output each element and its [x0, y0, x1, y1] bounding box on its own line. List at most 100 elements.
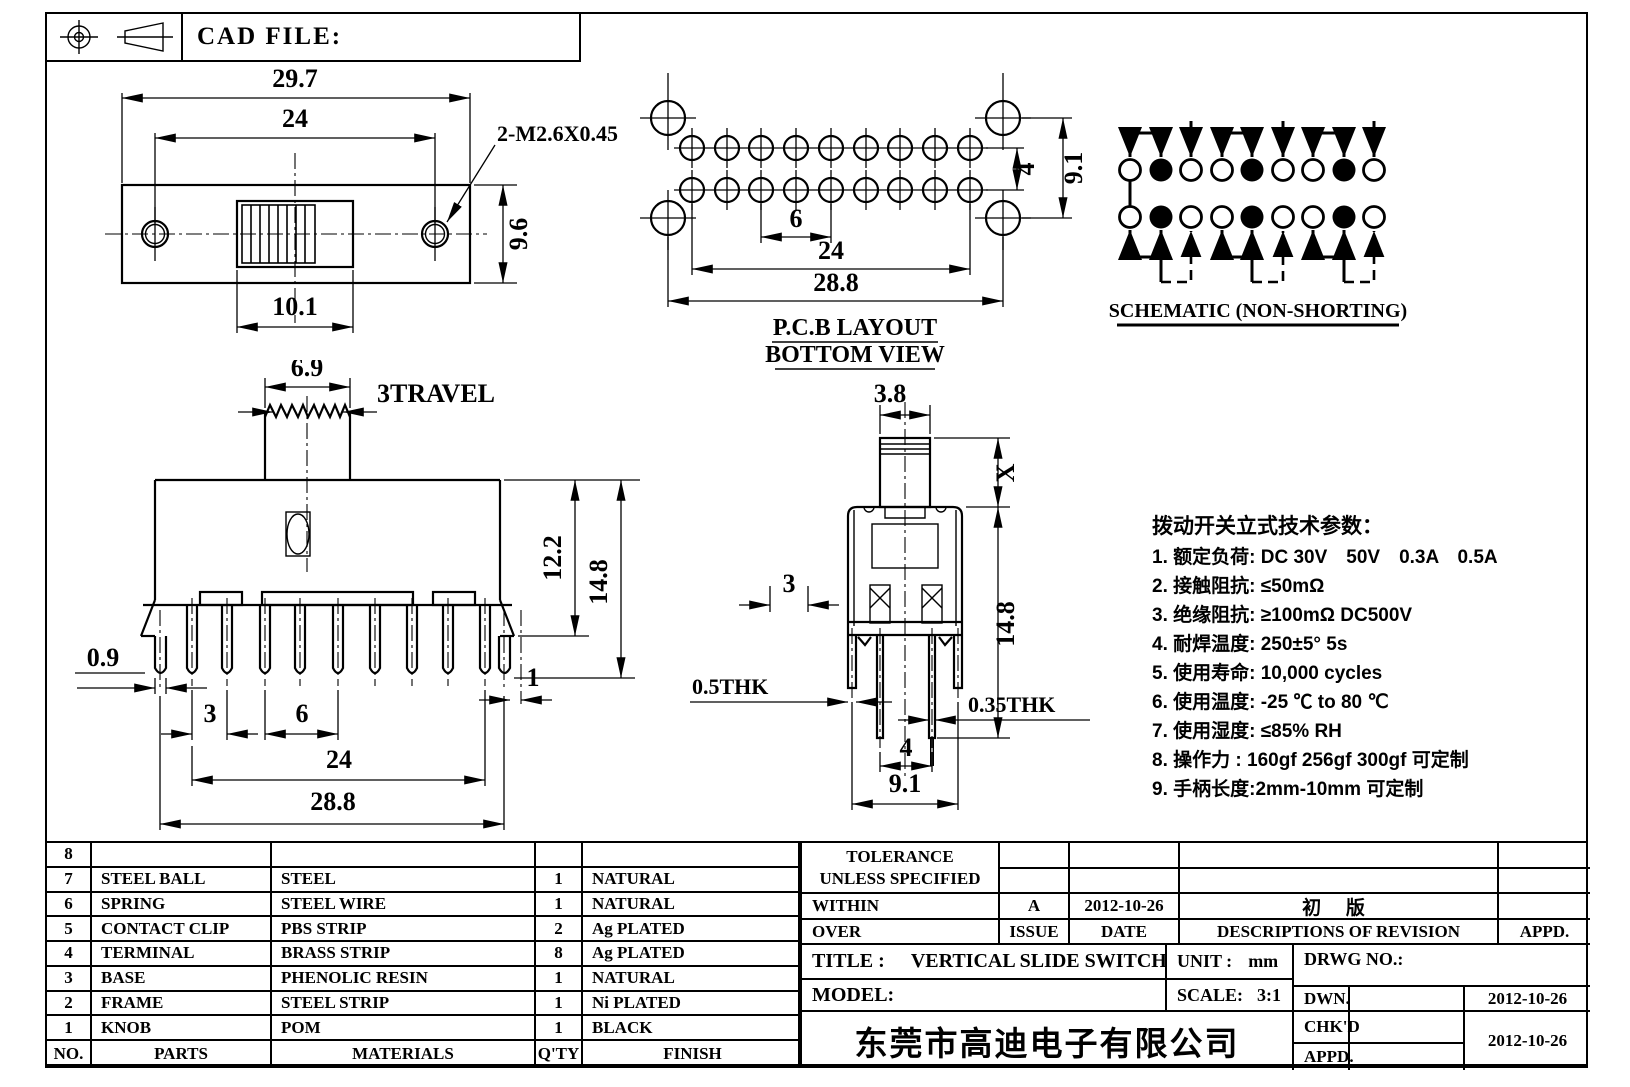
part-finish: Ni PLATED: [583, 992, 802, 1017]
cone-icon: [124, 22, 164, 52]
part-material: [272, 843, 536, 868]
part-no: 8: [47, 843, 92, 868]
tech-specs: 拨动开关立式技术参数： 1. 额定负荷: DC 30V 50V 0.3A 0.5…: [1152, 512, 1602, 804]
part-material: STEEL WIRE: [272, 892, 536, 918]
col-header-no: NO.: [47, 1041, 92, 1066]
spec-item: 3. 绝缘阻抗: ≥100mΩ DC500V: [1152, 605, 1413, 626]
date-label: DATE: [1070, 920, 1180, 945]
spec-item: 1. 额定负荷: DC 30V 50V 0.3A 0.5A: [1152, 547, 1498, 568]
empty-cell: [1499, 869, 1590, 894]
dim-9-1: 9.1: [1059, 152, 1088, 185]
dim-24: 24: [818, 236, 844, 265]
tolerance-line2: UNLESS SPECIFIED: [819, 868, 981, 888]
spec-item: 7. 使用湿度: ≤85% RH: [1152, 721, 1342, 742]
empty-cell: [1350, 1012, 1465, 1044]
dim-x: X: [991, 463, 1020, 482]
title-block: TOLERANCE UNLESS SPECIFIED WITHIN A 2012…: [800, 841, 1590, 1070]
dim-9-1: 9.1: [889, 769, 922, 798]
cad-file-box: CAD FILE:: [45, 12, 581, 62]
appd-label-2: APPD.: [1294, 1044, 1354, 1070]
part-name: FRAME: [92, 991, 272, 1017]
projection-symbols: [47, 14, 183, 60]
part-qty: 8: [536, 942, 583, 967]
part-finish: BLACK: [583, 1016, 802, 1042]
part-qty: 2: [536, 917, 583, 943]
part-qty: 1: [536, 892, 583, 918]
part-name: STEEL BALL: [92, 867, 272, 893]
dim-3-8: 3.8: [874, 379, 907, 408]
part-qty: 1: [536, 867, 583, 893]
revision-issue: A: [1000, 894, 1070, 920]
dim-6-9: 6.9: [291, 360, 324, 382]
revision-date: 2012-10-26: [1070, 894, 1180, 920]
empty-cell: [1000, 843, 1070, 869]
scale-cell: SCALE: 3:1: [1167, 980, 1294, 1012]
pin-holes: [674, 128, 988, 210]
part-finish: NATURAL: [583, 868, 802, 893]
part-material: STEEL STRIP: [272, 991, 536, 1017]
empty-cell: [1350, 987, 1465, 1012]
terminal-pins: [159, 598, 522, 704]
title-cell: TITLE : VERTICAL SLIDE SWITCH: [802, 945, 1167, 980]
dim-10-1: 10.1: [272, 292, 318, 321]
dim-14-8: 14.8: [991, 601, 1020, 647]
dim-6: 6: [790, 204, 803, 233]
empty-cell: [1350, 1044, 1465, 1070]
part-no: 3: [47, 966, 92, 992]
col-header-qty: Q'TY: [536, 1041, 583, 1066]
part-name: KNOB: [92, 1016, 272, 1042]
col-header-materials: MATERIALS: [272, 1041, 536, 1066]
empty-cell: [1070, 843, 1180, 869]
scale-label: SCALE:: [1177, 984, 1244, 1005]
part-qty: [536, 843, 583, 868]
dim-28-8: 28.8: [310, 787, 356, 816]
dim-24: 24: [326, 745, 352, 774]
unit-cell: UNIT : mm: [1167, 945, 1294, 980]
side-view: 6.9 3TRAVEL 12.2 14.8 0.9 1 3 6: [75, 360, 640, 830]
dim-1: 1: [527, 663, 540, 692]
revision-description: 初 版: [1180, 894, 1499, 920]
part-qty: 1: [536, 1016, 583, 1042]
tolerance-line1: TOLERANCE: [846, 846, 954, 866]
part-no: 5: [47, 917, 92, 943]
dim-29-7: 29.7: [272, 64, 318, 93]
dim-0-9: 0.9: [87, 643, 120, 672]
part-no: 2: [47, 991, 92, 1017]
dim-28-8: 28.8: [813, 268, 859, 297]
spec-item: 5. 使用寿命: 10,000 cycles: [1152, 663, 1383, 684]
part-material: PHENOLIC RESIN: [272, 966, 536, 992]
scale-value: 3:1: [1257, 984, 1282, 1005]
front-view: 29.7 24 2-M2.6X0.45 9.6 10.1: [105, 64, 618, 333]
issue-label: ISSUE: [1000, 920, 1070, 945]
dim-3: 3: [783, 569, 796, 598]
part-qty: 1: [536, 991, 583, 1017]
travel-note: 3TRAVEL: [377, 379, 495, 408]
schematic-view: SCHEMATIC (NON-SHORTING): [1109, 121, 1407, 327]
cad-file-label: CAD FILE:: [197, 23, 343, 50]
dim-14-8: 14.8: [584, 559, 613, 605]
part-material: PBS STRIP: [272, 917, 536, 943]
descriptions-label: DESCRIPTIONS OF REVISION: [1180, 920, 1499, 945]
spec-item: 2. 接触阻抗: ≤50mΩ: [1152, 576, 1325, 597]
end-view: 3.8 X 14.8 3 0.5THK 0.35THK 4 9.1: [690, 379, 1090, 810]
part-name: [92, 843, 272, 868]
unit-label: UNIT :: [1177, 951, 1233, 971]
dim-12-2: 12.2: [538, 535, 567, 581]
dwn-label: DWN.: [1294, 987, 1350, 1012]
schematic-title: SCHEMATIC (NON-SHORTING): [1109, 300, 1407, 322]
contact-circles: [1118, 158, 1386, 229]
title-value: VERTICAL SLIDE SWITCH: [910, 950, 1167, 972]
tolerance-cell: TOLERANCE UNLESS SPECIFIED: [802, 843, 1000, 894]
appd-label: APPD.: [1499, 920, 1590, 945]
sheet-frame: [45, 12, 1588, 1066]
thk-right-note: 0.35THK: [968, 692, 1055, 717]
part-no: 6: [47, 892, 92, 918]
empty-cell: [1499, 894, 1590, 920]
empty-cell: [1000, 869, 1070, 894]
spec-item: 9. 手柄长度:2mm-10mm 可定制: [1152, 779, 1424, 800]
unit-value: mm: [1248, 951, 1279, 971]
part-name: TERMINAL: [92, 942, 272, 967]
spec-item: 6. 使用温度: -25 ℃ to 80 ℃: [1152, 692, 1389, 713]
spec-item: 8. 操作力 : 160gf 256gf 300gf 可定制: [1152, 750, 1469, 771]
